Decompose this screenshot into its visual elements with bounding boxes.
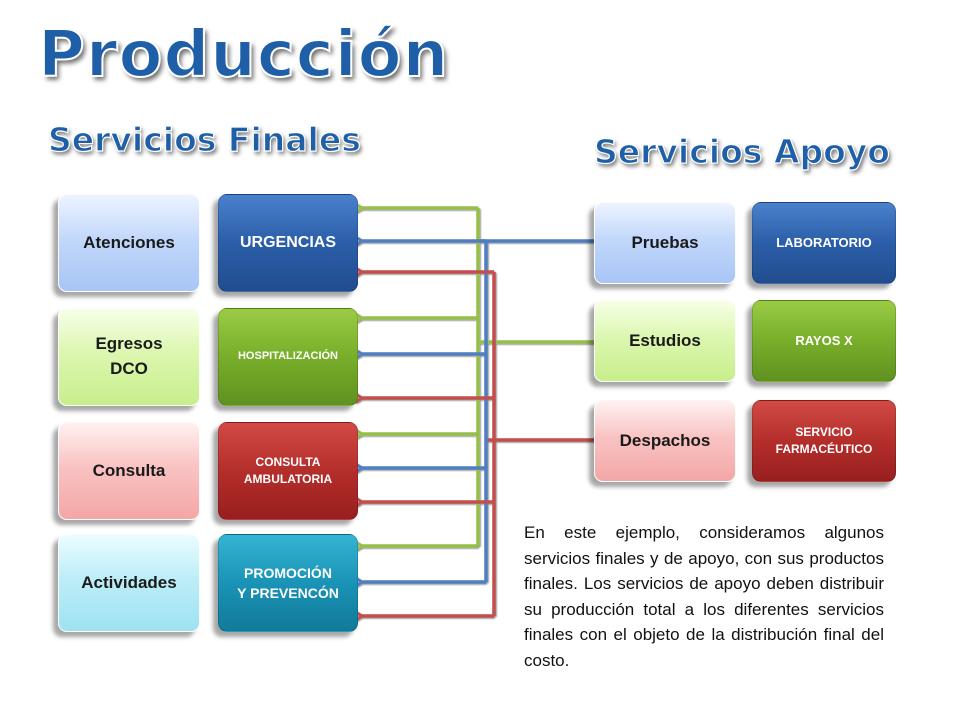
servicio-promocion-prevencion: PROMOCIÓN Y PREVENCÓN (218, 534, 358, 632)
producto-actividades: Actividades (58, 534, 200, 632)
servicios-apoyo-heading: Servicios Apoyo (593, 131, 890, 171)
page-title: Producción (37, 17, 450, 93)
producto-estudios: Estudios (594, 300, 736, 382)
servicio-consulta-ambulatoria: CONSULTA AMBULATORIA (218, 422, 358, 520)
producto-despachos: Despachos (594, 400, 736, 482)
servicio-laboratorio: LABORATORIO (752, 202, 896, 284)
servicio-urgencias: URGENCIAS (218, 194, 358, 292)
servicio-farmaceutico: SERVICIO FARMACÉUTICO (752, 400, 896, 482)
servicio-rayos-x: RAYOS X (752, 300, 896, 382)
servicio-hospitalizacion: HOSPITALIZACIÓN (218, 308, 358, 406)
servicios-finales-heading: Servicios Finales (47, 119, 361, 159)
producto-egresos-dco: Egresos DCO (58, 308, 200, 406)
description-text: En este ejemplo, consideramos algunos se… (524, 523, 884, 670)
producto-atenciones: Atenciones (58, 194, 200, 292)
producto-consulta: Consulta (58, 422, 200, 520)
producto-pruebas: Pruebas (594, 202, 736, 284)
